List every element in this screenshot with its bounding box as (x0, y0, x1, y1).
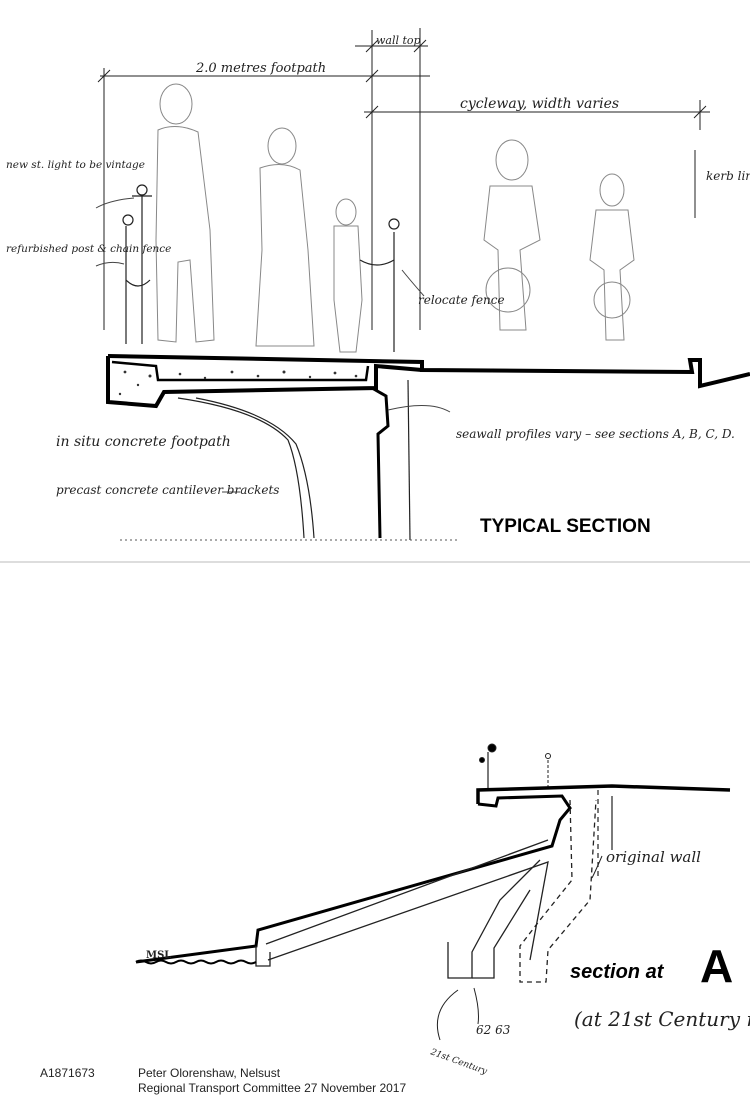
seawall-profile (371, 386, 390, 539)
cantilever-bracket (177, 397, 315, 539)
year-label-21st-century: 21st Century (428, 1047, 489, 1077)
section-a (135, 743, 731, 1041)
street-light-note: new st. light to be vintage (6, 159, 145, 171)
doc-id: A1871673 (40, 1066, 95, 1080)
author-credit: Peter Olorenshaw, Nelsust (138, 1066, 281, 1080)
typical-section (0, 28, 750, 563)
relocated-fence (359, 218, 400, 352)
section-a-title-prefix: section at (570, 961, 665, 983)
wall-top-label: wall top (376, 34, 421, 47)
section-a-lamp-posts (479, 743, 551, 790)
seawall-back (407, 379, 411, 541)
original-wall-outline (519, 799, 597, 983)
wall-top-dimension (355, 28, 428, 330)
slab-top (111, 360, 370, 382)
typical-section-title: TYPICAL SECTION (480, 516, 651, 537)
cantilever-note: precast concrete cantilever brackets (56, 483, 279, 497)
cyclist-figure-2 (589, 173, 635, 341)
pedestrian-figure-1 (155, 83, 215, 343)
post-chain-note: refurbished post & chain fence (6, 243, 171, 255)
footpath-dimension-label: 2.0 metres footpath (195, 61, 326, 76)
meeting-credit: Regional Transport Committee 27 November… (138, 1081, 407, 1095)
concrete-aggregate (118, 370, 358, 396)
msl-water-line (135, 959, 257, 965)
cantilever-outline (106, 356, 423, 409)
child-figure (333, 198, 363, 353)
year-leaders (436, 987, 479, 1041)
section-a-title-letter: A (700, 940, 733, 992)
cyclist-figure-1 (483, 139, 541, 331)
msl-label: MSL (146, 950, 171, 961)
leader-lines (95, 197, 451, 493)
post-and-chain-fence (122, 214, 151, 344)
section-a-footings (255, 859, 541, 979)
cycleway-dimension-label: cycleway, width varies (460, 96, 619, 112)
section-a-subtitle: (at 21st Century n (574, 1007, 750, 1031)
cycleway-dimension (364, 100, 710, 218)
seawall-note: seawall profiles vary – see sections A, … (456, 427, 735, 441)
footpath-slab-outline (107, 354, 750, 389)
pedestrian-figure-2 (255, 127, 315, 347)
original-wall-leader (591, 855, 603, 879)
section-a-bracket (135, 794, 572, 964)
footpath-note: in situ concrete footpath (56, 434, 231, 450)
relocate-fence-note: relocate fence (418, 293, 505, 307)
section-a-slope-underside (265, 839, 549, 961)
street-light (132, 184, 152, 344)
footpath-dimension (97, 30, 430, 330)
section-a-deck (476, 784, 731, 804)
year-label-62-63: 62 63 (476, 1023, 511, 1037)
original-wall-label: original wall (606, 848, 701, 866)
